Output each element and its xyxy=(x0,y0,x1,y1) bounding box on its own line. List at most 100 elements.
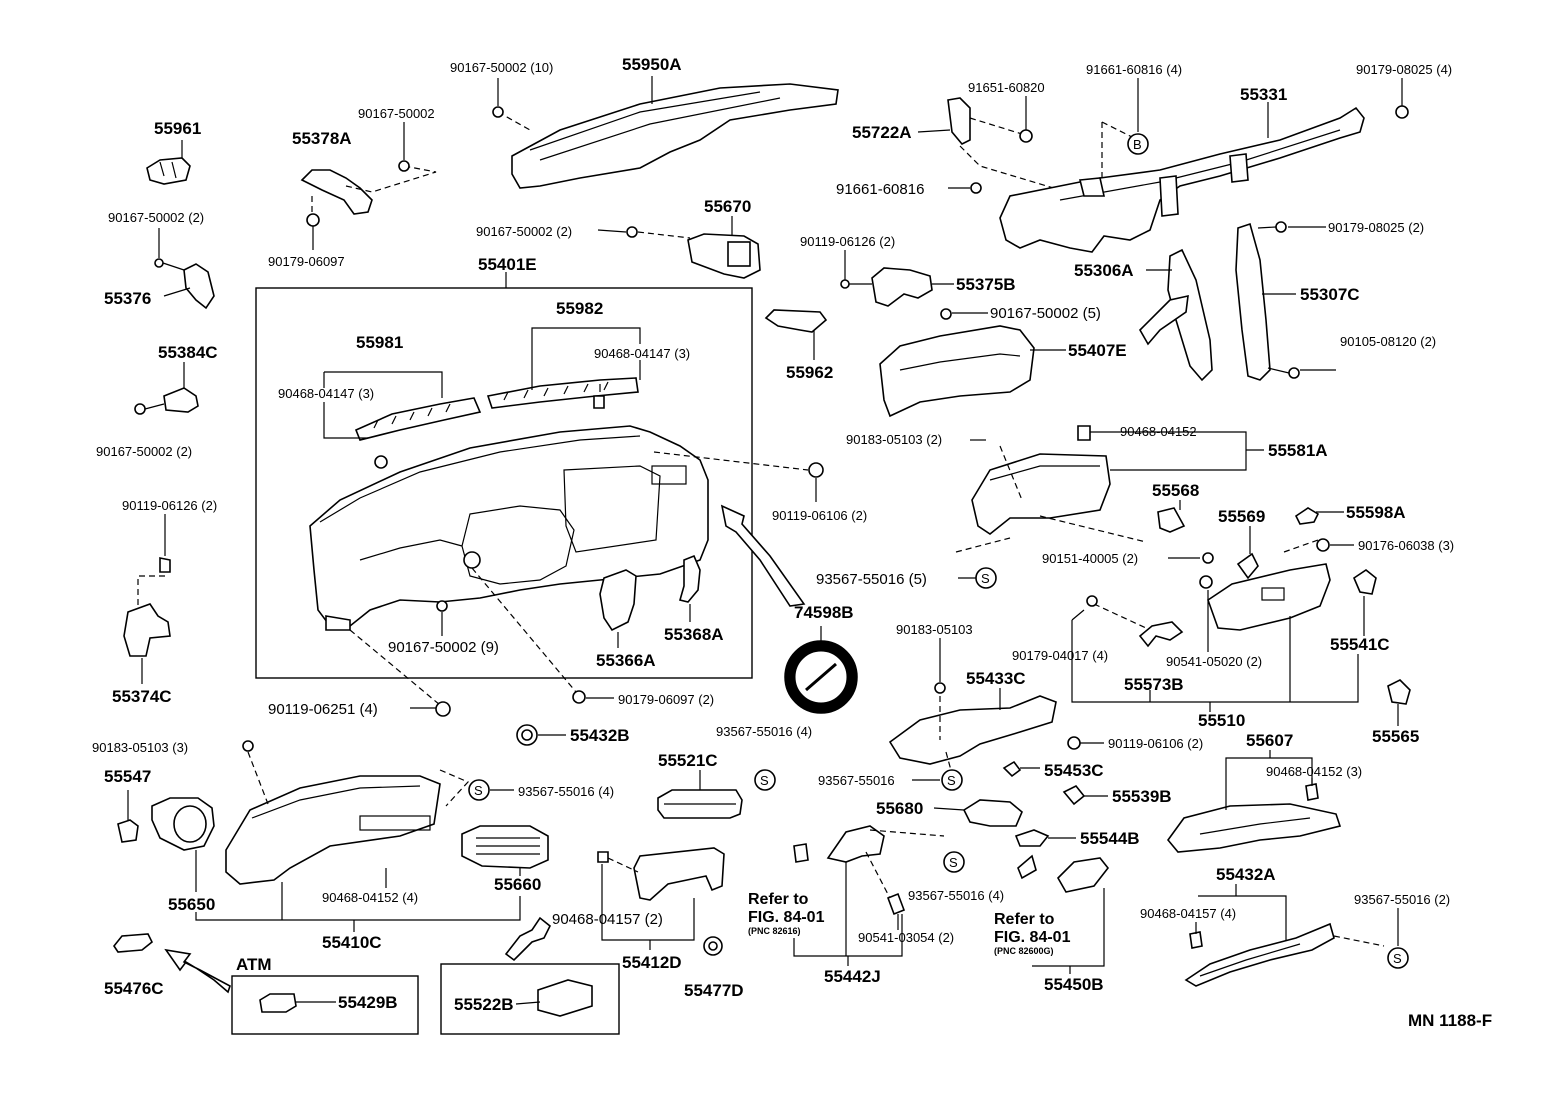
label-55432B: 55432B xyxy=(570,726,630,745)
part-55522B-shape xyxy=(537,979,593,1017)
label-90468-04157-2: 90468-04157 (2) xyxy=(552,911,663,928)
label-90183-05103: 90183-05103 xyxy=(896,622,973,637)
label-55384C: 55384C xyxy=(158,343,218,362)
instrument-panel-group-box xyxy=(255,287,753,679)
b-symbol: B xyxy=(1133,137,1142,152)
label-90468-04157-4: 90468-04157 (4) xyxy=(1140,906,1236,921)
label-93567-55016-2: 93567-55016 (2) xyxy=(1354,892,1450,907)
part-55950A-shape xyxy=(492,83,839,189)
label-90468-04147-3b: 90468-04147 (3) xyxy=(278,386,374,401)
leader-55522B xyxy=(515,1001,541,1005)
label-55650: 55650 xyxy=(168,895,215,914)
part-55376-shape xyxy=(154,258,215,310)
part-55453C-shape xyxy=(1002,760,1022,778)
part-55568-shape xyxy=(1157,507,1186,533)
label-90167-50002-2c: 90167-50002 (2) xyxy=(476,224,572,239)
label-90167-50002-2b: 90167-50002 (2) xyxy=(96,444,192,459)
label-55565: 55565 xyxy=(1372,727,1419,746)
label-55453C: 55453C xyxy=(1044,761,1104,780)
dash-90119-06106-a xyxy=(653,451,809,471)
label-90119-06126-2b: 90119-06126 (2) xyxy=(800,234,895,249)
label-90105-08120-2: 90105-08120 (2) xyxy=(1340,334,1436,349)
atm-group-box xyxy=(231,975,419,1035)
part-55410C-cluster-shape xyxy=(225,740,470,885)
part-55384C-shape xyxy=(134,387,199,415)
label-55368A: 55368A xyxy=(664,625,724,644)
part-55650-shape xyxy=(151,797,215,851)
label-55450B: 55450B xyxy=(1044,975,1104,994)
s-symbol: S xyxy=(474,783,483,798)
part-55375B-shape xyxy=(840,267,933,307)
diagram-code: MN 1188-F xyxy=(1408,1011,1492,1030)
label-55433C: 55433C xyxy=(966,669,1026,688)
s-symbol: S xyxy=(760,773,769,788)
part-55407E-shape xyxy=(879,308,1035,418)
label-90167-50002-5: 90167-50002 (5) xyxy=(990,305,1101,322)
part-55565-shape xyxy=(1387,679,1411,705)
part-55429B-shape xyxy=(259,993,297,1013)
label-93567-55016-4a: 93567-55016 (4) xyxy=(518,784,614,799)
part-55961-shape xyxy=(146,157,191,185)
part-55477D-shape xyxy=(703,936,723,956)
label-55366A: 55366A xyxy=(596,651,656,670)
label-91661-60816-4: 91661-60816 (4) xyxy=(1086,62,1182,77)
label-55607: 55607 xyxy=(1246,731,1293,750)
label-55378A: 55378A xyxy=(292,129,352,148)
label-90468-04147-3a: 90468-04147 (3) xyxy=(594,346,690,361)
label-55410C: 55410C xyxy=(322,933,382,952)
part-labels: 55961 90167-50002 (2) 55376 55384C 90167… xyxy=(92,55,1492,1030)
label-55680: 55680 xyxy=(876,799,923,818)
label-90468-04152-3: 90468-04152 (3) xyxy=(1266,764,1362,779)
part-74598B-arrow xyxy=(720,504,806,607)
label-90119-06106-2a: 90119-06106 (2) xyxy=(772,508,867,523)
label-55307C: 55307C xyxy=(1300,285,1360,304)
label-fig-a: FIG. 84-01 xyxy=(748,909,825,926)
label-55598A: 55598A xyxy=(1346,503,1406,522)
label-55510: 55510 xyxy=(1198,711,1245,730)
s-symbol: S xyxy=(1393,951,1402,966)
label-90151-40005-2: 90151-40005 (2) xyxy=(1042,551,1138,566)
part-55521C-shape xyxy=(657,789,743,819)
label-93567-55016-5: 93567-55016 (5) xyxy=(816,571,927,588)
part-55547-shape xyxy=(117,819,139,843)
part-55450B-shape xyxy=(1017,854,1110,893)
label-55477D: 55477D xyxy=(684,981,744,1000)
label-74598B: 74598B xyxy=(794,603,854,622)
part-55476C-shape xyxy=(113,933,154,953)
label-90468-04152-4: 90468-04152 (4) xyxy=(322,890,418,905)
label-55660: 55660 xyxy=(494,875,541,894)
part-90119-06106-2-shape-a xyxy=(808,462,824,478)
label-90167-50002-2a: 90167-50002 (2) xyxy=(108,210,204,225)
part-74598B-emblem xyxy=(784,640,858,714)
s-symbol: S xyxy=(947,773,956,788)
label-atm: ATM xyxy=(236,955,272,974)
part-55374C-shape xyxy=(123,557,171,657)
label-55982: 55982 xyxy=(556,299,603,318)
part-55982-shape xyxy=(486,377,639,409)
label-91651-60820: 91651-60820 xyxy=(968,80,1045,95)
label-90119-06126-2a: 90119-06126 (2) xyxy=(122,498,217,513)
dash-90179-06097-2 xyxy=(471,567,577,693)
label-90167-50002: 90167-50002 xyxy=(358,106,435,121)
part-55722A-shape xyxy=(947,97,1081,197)
part-55412D-shape xyxy=(597,847,725,901)
part-55581A-shape xyxy=(955,425,1147,553)
part-55670-shape xyxy=(626,226,761,279)
part-55962-shape xyxy=(764,309,828,333)
label-93567-55016-4b: 93567-55016 (4) xyxy=(716,724,812,739)
label-90183-05103-3: 90183-05103 (3) xyxy=(92,740,188,755)
part-55368A-shape xyxy=(679,554,701,603)
part-55539B-shape xyxy=(1062,784,1086,806)
part-55660-shape xyxy=(461,825,549,869)
label-55962: 55962 xyxy=(786,363,833,382)
label-55376: 55376 xyxy=(104,289,151,308)
label-55521C: 55521C xyxy=(658,751,718,770)
label-90179-06097-2: 90179-06097 (2) xyxy=(618,692,714,707)
label-55539B: 55539B xyxy=(1112,787,1172,806)
label-pnc-a: (PNC 82616) xyxy=(748,926,801,936)
label-93567-55016: 93567-55016 xyxy=(818,773,895,788)
part-55573B-shape xyxy=(1086,595,1184,648)
label-55547: 55547 xyxy=(104,767,151,786)
part-55680-shape xyxy=(962,799,1023,827)
